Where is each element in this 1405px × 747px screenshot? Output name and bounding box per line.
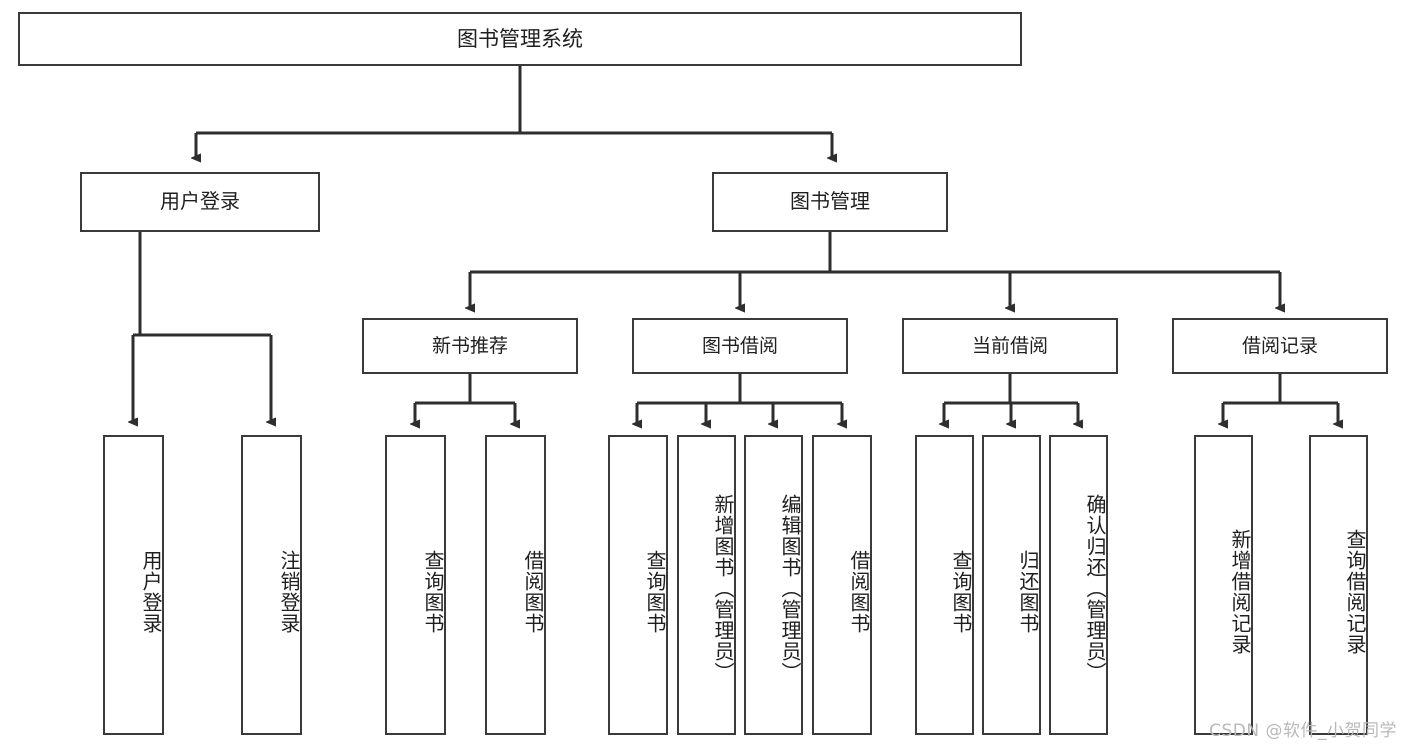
leaf-new-book-borrow[interactable]: 借阅图书 <box>485 435 546 735</box>
leaf-borrow-record-add[interactable]: 新增借阅记录 <box>1194 435 1253 735</box>
node-book-management[interactable]: 图书管理 <box>712 172 948 232</box>
node-book-borrow[interactable]: 图书借阅 <box>632 318 848 374</box>
leaf-current-borrow-return[interactable]: 归还图书 <box>982 435 1041 735</box>
leaf-current-borrow-confirm-return[interactable]: 确认归还（管理员） <box>1049 435 1108 735</box>
node-new-book-recommend[interactable]: 新书推荐 <box>362 318 578 374</box>
leaf-new-book-query[interactable]: 查询图书 <box>385 435 446 735</box>
leaf-book-borrow-borrow[interactable]: 借阅图书 <box>812 435 872 735</box>
node-borrow-record[interactable]: 借阅记录 <box>1172 318 1388 374</box>
csdn-watermark: CSDN @软件_小贺同学 <box>1209 721 1397 741</box>
node-user-login[interactable]: 用户登录 <box>80 172 320 232</box>
leaf-book-borrow-edit[interactable]: 编辑图书（管理员） <box>744 435 803 735</box>
leaf-user-login-login[interactable]: 用户登录 <box>103 435 164 735</box>
node-current-borrow[interactable]: 当前借阅 <box>902 318 1118 374</box>
node-root-system[interactable]: 图书管理系统 <box>18 12 1022 66</box>
leaf-user-login-logout[interactable]: 注销登录 <box>241 435 302 735</box>
leaf-book-borrow-query[interactable]: 查询图书 <box>608 435 668 735</box>
leaf-book-borrow-add[interactable]: 新增图书（管理员） <box>677 435 736 735</box>
leaf-current-borrow-query[interactable]: 查询图书 <box>915 435 974 735</box>
leaf-borrow-record-query[interactable]: 查询借阅记录 <box>1309 435 1368 735</box>
